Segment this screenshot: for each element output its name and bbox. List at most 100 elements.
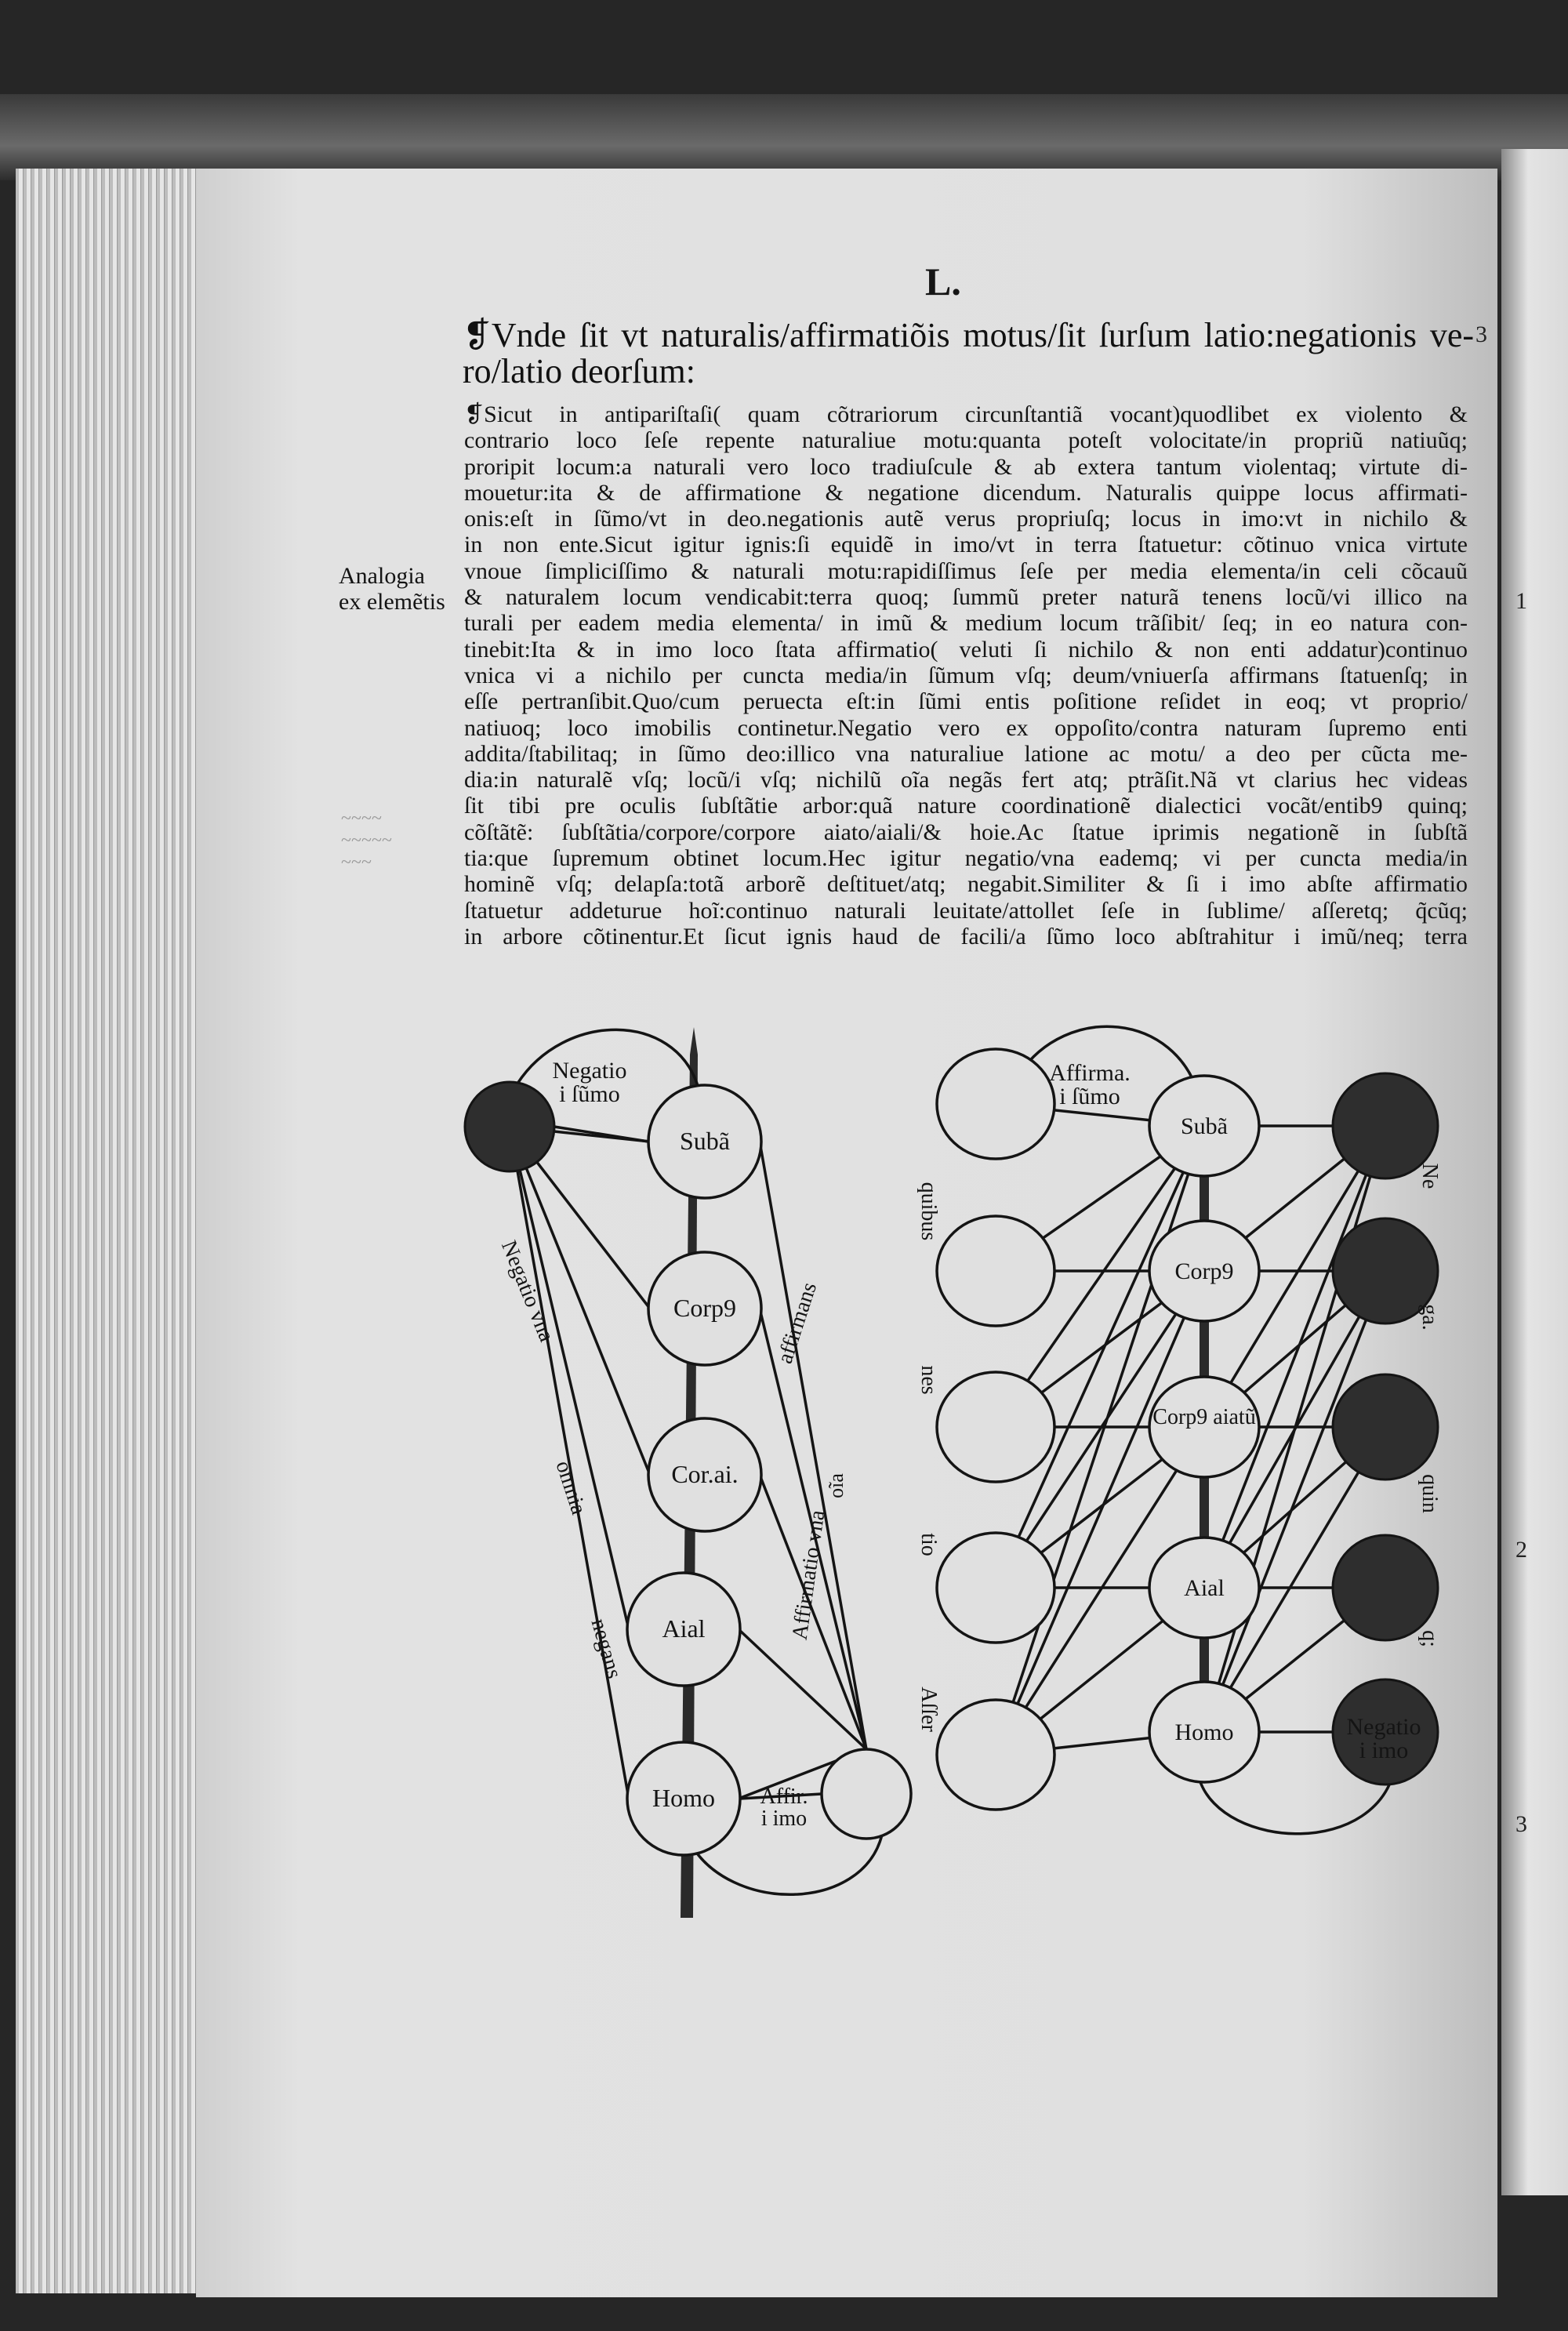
affirmation-line [758, 1474, 868, 1750]
text-line: proripit locum:a naturali vero loco trad… [464, 453, 1468, 480]
tree-node [647, 1251, 763, 1367]
page-stack-edges [16, 169, 212, 2293]
empty-node [935, 1215, 1056, 1327]
node-label: Homo [1175, 1719, 1234, 1745]
affirmation-line [737, 1628, 868, 1751]
trunk-tip [690, 1027, 698, 1055]
tree-node [1148, 1074, 1261, 1178]
node-label: Corp9 aiatũ [1152, 1405, 1255, 1429]
negation-line [1203, 1270, 1387, 1733]
affirmation-line [994, 1125, 1206, 1428]
negation-line [1203, 1270, 1387, 1588]
negation-node-dark [1331, 1678, 1439, 1786]
text-line: tinebit:Ita & in imo loco ſtata affirmat… [464, 636, 1468, 663]
affirmation-line [758, 1141, 868, 1750]
heading-line: ro/latio deorſum: [463, 352, 695, 390]
text-line: cõſtãtẽ: ſubſtãtia/corpore/corpore aiato… [464, 819, 1468, 845]
margin-note-line: Analogia [339, 563, 425, 589]
body-text: ❡Sicut in antipariſtaſi( quam cõtrarioru… [464, 401, 1468, 949]
negation-line [1203, 1125, 1387, 1428]
diagram-side-word: quibus [916, 1182, 941, 1241]
diagram-side-word: quin [1417, 1474, 1442, 1513]
empty-node [935, 1371, 1056, 1483]
negation-line [1203, 1125, 1387, 1588]
diagram-side-word: Aſſer [916, 1687, 941, 1732]
facing-page: 1 2 3 [1501, 149, 1568, 2195]
negation-node-dark [1331, 1217, 1439, 1325]
diagram-label: i imo [761, 1806, 807, 1831]
text-line: natiuoq; loco imobilis continetur.Negati… [464, 714, 1468, 741]
heading-line: ❡Vnde ſit vt naturalis/affirmatiõis motu… [463, 316, 1474, 354]
negation-node-dark [1331, 1072, 1439, 1180]
chapter-heading: ❡Vnde ſit vt naturalis/affirmatiõis motu… [463, 318, 1474, 390]
diagram-label: i imo [1359, 1737, 1409, 1763]
node-label: Corp9 [673, 1294, 736, 1322]
bleed-through-ghost: ~~~~~~~~~~~~ [341, 808, 392, 873]
tree-node [1148, 1219, 1261, 1323]
text-line: mouetur:ita & de affirmatione & negation… [464, 479, 1468, 506]
diagram-label: omnia [551, 1458, 591, 1518]
bottom-arc [688, 1834, 884, 1896]
text-line: dia:in naturalẽ vſq; locũ/i vſq; nichilũ… [464, 767, 1468, 793]
diagram-side-word: q; [1417, 1630, 1442, 1647]
affirmation-line [758, 1308, 868, 1750]
node-label: Subã [680, 1127, 730, 1155]
text-line: eſſe pertranſibit.Quo/cum peruecta eſt:i… [464, 688, 1468, 715]
text-line: onis:eſt in ſũmo/vt in deo.negationis au… [464, 506, 1468, 532]
diagram-label: Affir. [760, 1785, 808, 1809]
facing-mark: 2 [1515, 1537, 1527, 1563]
text-line: ❡Sicut in antipariſtaſi( quam cõtrarioru… [464, 401, 1468, 427]
diagram-label: affirmans [773, 1280, 822, 1367]
tree-node [1148, 1375, 1261, 1479]
affirmation-line [994, 1270, 1206, 1756]
facing-mark: 1 [1515, 588, 1527, 614]
empty-node [935, 1531, 1056, 1644]
negation-node-dark [1331, 1373, 1439, 1481]
page-number: L. [925, 260, 961, 303]
node-label: Aial [662, 1614, 705, 1643]
tree-node [647, 1084, 763, 1200]
diagram-label: negans [586, 1616, 626, 1681]
text-line: turali per eadem media elementa/ in imũ … [464, 610, 1468, 637]
node-label: Aial [1184, 1575, 1225, 1601]
negation-line [1203, 1426, 1387, 1733]
node-label: Homo [652, 1784, 715, 1812]
tree-node [1148, 1680, 1261, 1784]
diagram-label: i ſũmo [1059, 1084, 1120, 1109]
text-line: in non ente.Sicut igitur ignis:ſi equidẽ… [464, 532, 1468, 558]
connector [739, 1792, 822, 1800]
book-page [196, 169, 1497, 2297]
connector [554, 1125, 649, 1143]
margin-note-line: ex elemẽtis [339, 589, 445, 615]
node-label: Corp9 [1175, 1258, 1234, 1284]
negation-line [508, 1126, 652, 1476]
diagram-label: Negatio [553, 1058, 627, 1084]
text-line: vnoue ſimpliciſſimo & naturali motu:rapi… [464, 557, 1468, 584]
tree-node [626, 1741, 742, 1857]
negation-node-dark [1331, 1534, 1439, 1642]
text-line: ſtatuetur addeturue hoĩ:continuo natural… [464, 897, 1468, 924]
text-line: & naturalem locum vendicabit:terra quoq;… [464, 584, 1468, 611]
negation-node-dark [463, 1080, 556, 1173]
tree-node [626, 1571, 742, 1687]
text-line: contrario loco ſeſe repente naturaliue m… [464, 427, 1468, 454]
diagram-label: oĩa [825, 1473, 848, 1498]
affirmation-line [994, 1125, 1206, 1588]
diagram-side-word: ga. [1417, 1304, 1442, 1330]
book-cover-edge [0, 94, 1568, 180]
heading-mark: 3 [1475, 321, 1487, 347]
negation-line [508, 1126, 630, 1799]
margin-note: Analogia ex elemẽtis [339, 563, 445, 615]
diagram-side-word: nes [916, 1365, 941, 1394]
diagram-label: Negatio [1347, 1714, 1421, 1740]
negation-line [508, 1126, 630, 1630]
affirmation-line [994, 1270, 1206, 1588]
text-line: hominẽ vſq; delapſa:totã arborẽ deſtitue… [464, 871, 1468, 898]
empty-node [935, 1698, 1056, 1811]
top-arc [516, 1028, 699, 1087]
diagram-label: Affirma. [1049, 1060, 1131, 1086]
bottom-arc [1198, 1763, 1397, 1835]
affirmation-node [820, 1748, 913, 1840]
affirmation-line [994, 1426, 1206, 1756]
